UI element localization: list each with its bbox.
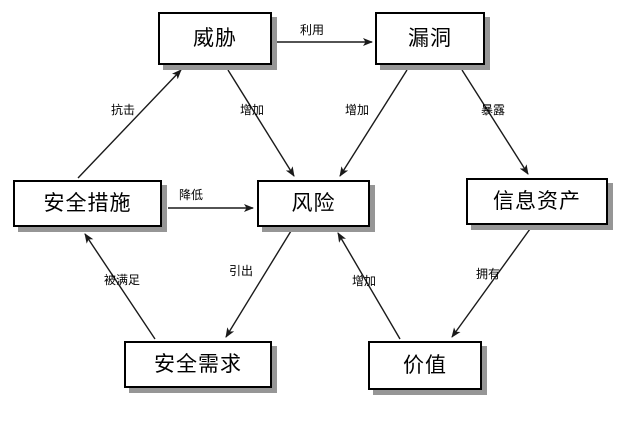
node-vulnerability[interactable]: 漏洞 xyxy=(375,12,485,65)
node-asset[interactable]: 信息资产 xyxy=(466,178,608,225)
edge-label-expose: 暴露 xyxy=(481,103,506,117)
node-safeguard-label: 安全措施 xyxy=(43,191,132,215)
edge-label-increase-vuln-risk: 增加 xyxy=(345,103,370,117)
edge-risk-to-requirement xyxy=(225,230,292,338)
node-value[interactable]: 价值 xyxy=(368,341,482,390)
edge-vulnerability-to-risk xyxy=(339,69,408,177)
node-safeguard[interactable]: 安全措施 xyxy=(13,180,162,227)
node-requirement-label: 安全需求 xyxy=(154,352,242,376)
node-threat[interactable]: 威胁 xyxy=(158,12,272,65)
edge-value-to-risk xyxy=(337,232,401,340)
edge-label-own: 拥有 xyxy=(476,267,501,281)
edge-label-exploit: 利用 xyxy=(300,23,325,37)
edge-vulnerability-to-asset xyxy=(461,69,529,175)
edge-asset-to-value xyxy=(451,228,531,338)
node-asset-label: 信息资产 xyxy=(493,189,581,213)
node-threat-label: 威胁 xyxy=(193,26,237,50)
edge-threat-to-risk xyxy=(227,69,295,177)
node-risk-label: 风险 xyxy=(291,191,336,215)
edge-label-derive: 引出 xyxy=(229,264,254,278)
edge-label-reduce: 降低 xyxy=(179,188,204,202)
edge-safeguard-to-threat xyxy=(77,69,182,179)
edge-label-satisfied-by: 被满足 xyxy=(104,273,141,287)
edge-label-counter: 抗击 xyxy=(111,103,136,117)
edge-requirement-to-safeguard xyxy=(84,233,156,340)
node-vulnerability-label: 漏洞 xyxy=(408,26,452,50)
node-value-label: 价值 xyxy=(403,353,447,377)
node-risk[interactable]: 风险 xyxy=(257,180,370,227)
edge-label-increase-value-risk: 增加 xyxy=(352,274,377,288)
node-requirement[interactable]: 安全需求 xyxy=(124,341,272,388)
edge-label-increase-threat-risk: 增加 xyxy=(240,103,265,117)
